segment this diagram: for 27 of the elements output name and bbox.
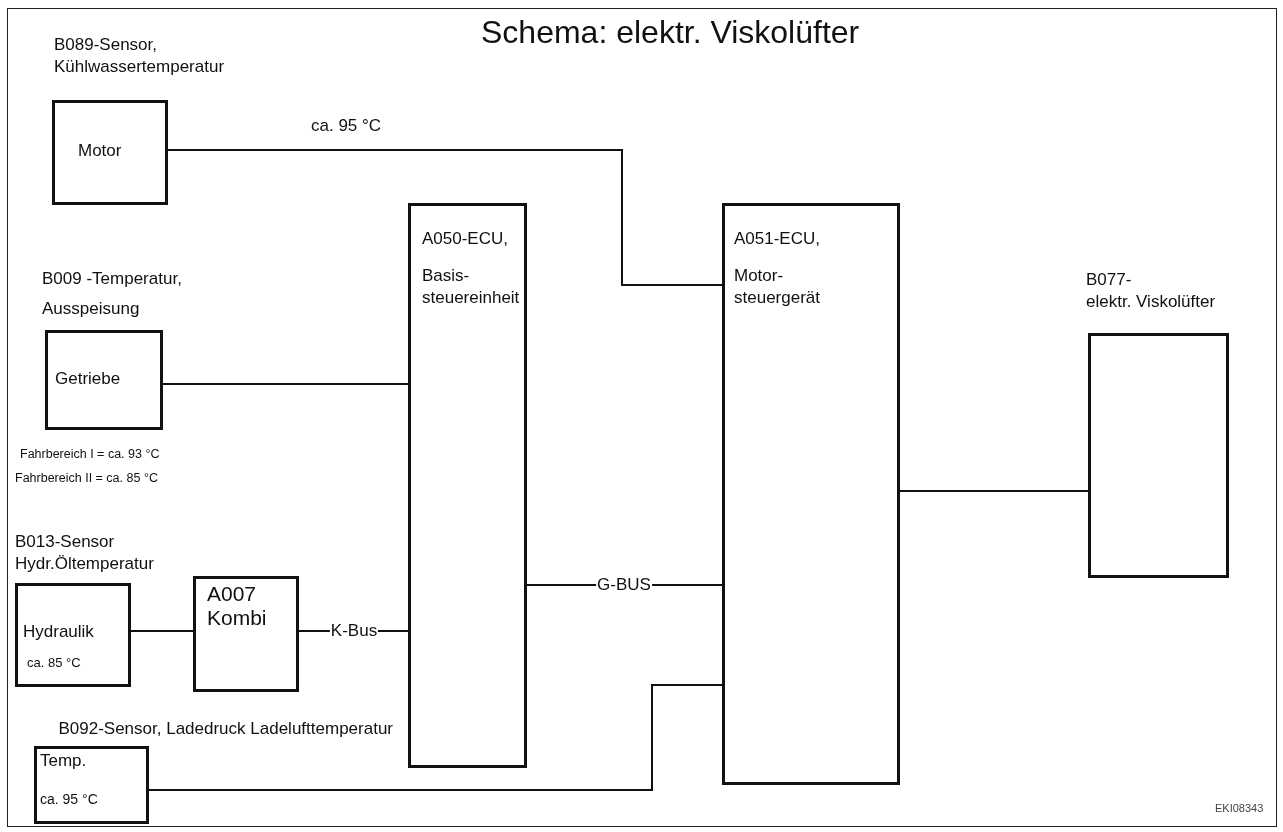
component-label: A007 Kombi — [207, 582, 268, 631]
connector-line — [130, 630, 194, 632]
component-label: Getriebe — [55, 368, 121, 390]
connector-line — [167, 149, 723, 286]
connector-line — [899, 490, 1089, 492]
component-label: ca. 95 °C — [40, 790, 98, 809]
component-label: A051-ECU, — [734, 228, 820, 250]
component-heading: B077- elektr. Viskolüfter — [1086, 269, 1217, 314]
component-heading: B092-Sensor, Ladedruck Ladelufttemperatur — [57, 719, 393, 740]
component-box — [722, 203, 900, 785]
component-heading: B013-Sensor Hydr.Öltemperatur — [15, 531, 155, 576]
component-heading: B009 -Temperatur, Ausspeisung — [42, 268, 183, 320]
component-box — [408, 203, 527, 768]
component-label: Temp. — [40, 750, 87, 772]
component-box — [193, 576, 299, 692]
component-heading: B089-Sensor, Kühlwassertemperatur — [54, 34, 226, 79]
component-label: ca. 85 °C — [27, 655, 81, 672]
component-label: Hydraulik — [23, 621, 94, 643]
component-label: Motor- steuergerät — [734, 265, 821, 310]
connector-line — [162, 383, 409, 385]
component-label: Motor — [78, 140, 122, 162]
connector-line — [148, 684, 723, 791]
component-label: A050-ECU, — [422, 228, 508, 250]
component-label: Basis- steuereinheit — [422, 265, 521, 310]
note-text: Fahrbereich II = ca. 85 °C — [15, 470, 158, 487]
note-text: Fahrbereich I = ca. 93 °C — [20, 446, 160, 463]
document-code: EKI08343 — [1214, 802, 1265, 814]
